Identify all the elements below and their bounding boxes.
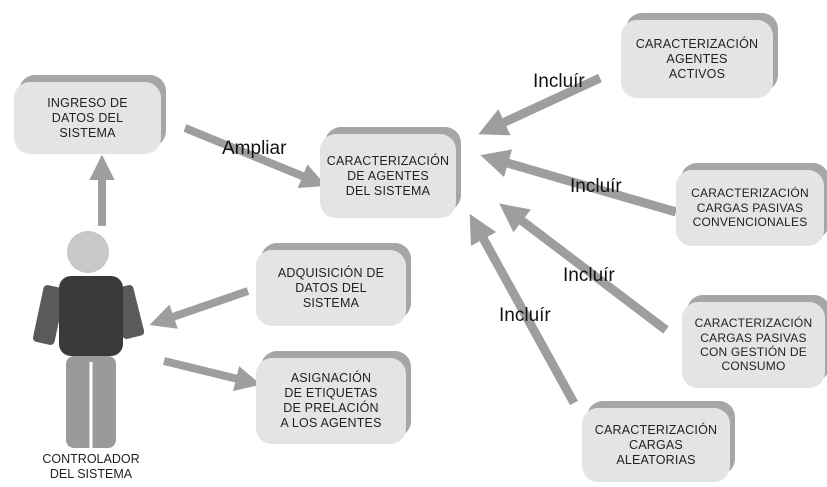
arrow-adquisicion-to-actor: [149, 287, 250, 329]
use-case-cargas-pasivas-gestion[interactable]: CARACTERIZACIÓN CARGAS PASIVAS CON GESTI…: [682, 302, 825, 388]
actor-torso: [59, 276, 123, 356]
use-case-adquisicion[interactable]: ADQUISICIÓN DE DATOS DEL SISTEMA: [256, 250, 406, 326]
use-case-asignacion-label: ASIGNACIÓN DE ETIQUETAS DE PRELACIÓN A L…: [280, 371, 382, 430]
use-case-cargas-aleatorias[interactable]: CARACTERIZACIÓN CARGAS ALEATORIAS: [582, 408, 730, 482]
use-case-agentes-activos-label: CARACTERIZACIÓN AGENTES ACTIVOS: [635, 36, 759, 81]
actor-left-arm: [32, 285, 66, 345]
use-case-cargas-pasivas-gestion-label: CARACTERIZACIÓN CARGAS PASIVAS CON GESTI…: [694, 316, 813, 374]
relation-label-incluir-aleatorias: Incluír: [499, 305, 551, 326]
relation-label-incluir-conv: Incluír: [570, 176, 622, 197]
use-case-ingreso[interactable]: INGRESO DE DATOS DEL SISTEMA: [14, 82, 161, 154]
use-case-ingreso-label: INGRESO DE DATOS DEL SISTEMA: [47, 95, 128, 140]
actor-figure: [32, 231, 145, 448]
use-case-agentes-activos[interactable]: CARACTERIZACIÓN AGENTES ACTIVOS: [621, 20, 773, 98]
use-case-asignacion[interactable]: ASIGNACIÓN DE ETIQUETAS DE PRELACIÓN A L…: [256, 358, 406, 444]
use-case-adquisicion-label: ADQUISICIÓN DE DATOS DEL SISTEMA: [277, 265, 385, 310]
use-case-cargas-pasivas-convencionales-label: CARACTERIZACIÓN CARGAS PASIVAS CONVENCIO…: [691, 186, 809, 230]
arrow-ampliar: [183, 124, 327, 188]
arrow-actor-to-asignacion: [163, 357, 261, 392]
actor-head: [67, 231, 109, 273]
arrow-incluir-gestion: [499, 203, 669, 334]
relation-label-incluir-activos: Incluír: [533, 71, 585, 92]
use-case-caracterizacion-agentes[interactable]: CARACTERIZACIÓN DE AGENTES DEL SISTEMA: [320, 134, 456, 218]
use-case-cargas-aleatorias-label: CARACTERIZACIÓN CARGAS ALEATORIAS: [594, 422, 718, 467]
relation-label-ampliar: Ampliar: [222, 138, 287, 159]
use-case-caracterizacion-agentes-label: CARACTERIZACIÓN DE AGENTES DEL SISTEMA: [326, 153, 450, 198]
arrows: [89, 73, 678, 406]
actor-label: CONTROLADOR DEL SISTEMA: [42, 452, 140, 481]
arrow-incluir-conv: [480, 149, 678, 217]
relation-label-incluir-gestion: Incluír: [563, 265, 615, 286]
arrow-incluir-aleatorias: [469, 213, 578, 406]
arrow-incluir-activos: [478, 73, 602, 136]
use-case-cargas-pasivas-convencionales[interactable]: CARACTERIZACIÓN CARGAS PASIVAS CONVENCIO…: [676, 170, 824, 246]
